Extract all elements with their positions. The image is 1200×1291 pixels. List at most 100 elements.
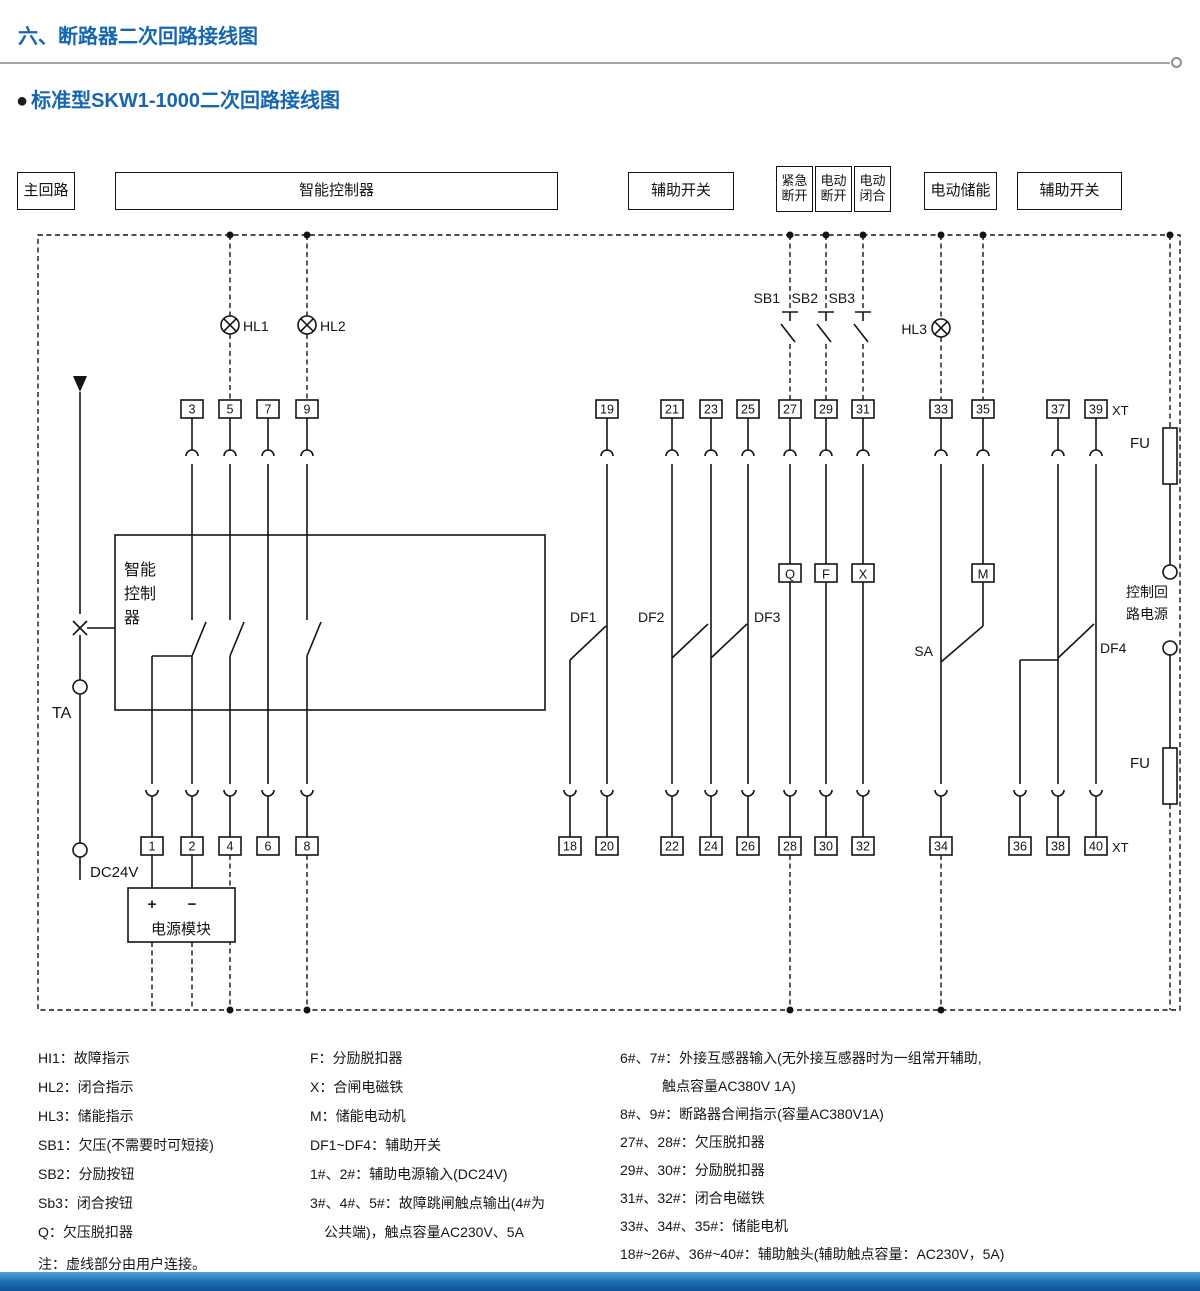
plug-connector-icon bbox=[1051, 789, 1065, 797]
hl1-label: HL1 bbox=[243, 318, 269, 334]
terminal-box-bottom bbox=[778, 836, 802, 856]
terminal-number: 40 bbox=[1089, 840, 1103, 854]
dashed-wires-top bbox=[229, 235, 1171, 428]
legend-line: SB1：欠压(不需要时可短接) bbox=[38, 1137, 214, 1153]
power-module-label: 电源模块 bbox=[151, 921, 211, 938]
legend-line: X：合闸电磁铁 bbox=[310, 1079, 404, 1095]
plug-connector-icon bbox=[261, 789, 275, 797]
terminal-number: 37 bbox=[1051, 403, 1065, 417]
box-electric-close: 电动闭合 bbox=[854, 166, 891, 212]
terminal-number: 32 bbox=[856, 840, 870, 854]
legend-line: HL3：储能指示 bbox=[38, 1108, 134, 1124]
legend-line: 1#、2#：辅助电源输入(DC24V) bbox=[310, 1166, 508, 1182]
diagram-labels: HL1 HL2 HL3 SB1 SB2 SB3 Q F X M DF1 DF2 … bbox=[52, 290, 1168, 938]
hl2-label: HL2 bbox=[320, 318, 346, 334]
box-emergency-open-line2: 断开 bbox=[781, 188, 808, 203]
terminal-number: 5 bbox=[227, 403, 234, 417]
terminal-number: 4 bbox=[227, 840, 234, 854]
terminal-number: 30 bbox=[819, 840, 833, 854]
junction-dots bbox=[226, 231, 1174, 1014]
device-f-label: F bbox=[822, 567, 830, 582]
terminal-box-bottom bbox=[140, 836, 164, 856]
section-subtitle-text: 标准型SKW1-1000二次回路接线图 bbox=[31, 90, 341, 112]
terminal-number: 26 bbox=[741, 840, 755, 854]
legend-line: 公共端)，触点容量AC230V、5A bbox=[310, 1224, 524, 1240]
dashed-wires-mid bbox=[229, 334, 942, 400]
control-power-terminal-top-icon bbox=[1162, 564, 1178, 580]
terminal-number: 23 bbox=[704, 403, 718, 417]
bullet-icon: ● bbox=[16, 90, 29, 112]
section-subtitle: ●标准型SKW1-1000二次回路接线图 bbox=[16, 84, 340, 113]
plug-connector-icon bbox=[1013, 789, 1027, 797]
terminal-box-bottom bbox=[1008, 836, 1032, 856]
plug-connector-icon bbox=[976, 449, 990, 457]
terminal-number: 38 bbox=[1051, 840, 1065, 854]
power-module-plus-label: + bbox=[148, 896, 157, 913]
dashed-border bbox=[37, 234, 1181, 1011]
page-title: 六、断路器二次回路接线图 bbox=[18, 26, 258, 48]
terminal-number: 29 bbox=[819, 403, 833, 417]
power-module-minus-label: − bbox=[188, 896, 197, 913]
xt-top-label: XT bbox=[1112, 403, 1129, 418]
terminal-box-bottom bbox=[558, 836, 582, 856]
box-electric-open-line1: 电动 bbox=[820, 173, 847, 189]
plug-connector-icon bbox=[819, 789, 833, 797]
plug-connector-icon bbox=[223, 449, 237, 457]
pushbutton-icons bbox=[780, 311, 871, 343]
plug-connector-icon bbox=[223, 789, 237, 797]
terminal-number: 24 bbox=[704, 840, 718, 854]
power-module-box bbox=[127, 887, 236, 943]
control-power-label-line1: 控制回 bbox=[1126, 584, 1168, 600]
lamp-hl2-icon bbox=[297, 315, 317, 335]
box-aux-switch-right-label: 辅助开关 bbox=[1039, 182, 1100, 200]
legend-line: 8#、9#：断路器合闸指示(容量AC380V1A) bbox=[620, 1106, 884, 1122]
terminal-number: 25 bbox=[741, 403, 755, 417]
terminal-box-bottom bbox=[736, 836, 760, 856]
sa-label: SA bbox=[914, 643, 933, 659]
box-aux-switch-right: 辅助开关 bbox=[1017, 172, 1122, 210]
ta-terminal-circle-icon bbox=[72, 679, 88, 695]
terminal-box-bottom bbox=[295, 836, 319, 856]
terminal-number: 8 bbox=[304, 840, 311, 854]
legend-line: 18#~26#、36#~40#：辅助触头(辅助触点容量：AC230V，5A) bbox=[620, 1246, 1005, 1262]
legend-line: DF1~DF4：辅助开关 bbox=[310, 1137, 442, 1153]
legend-line: 31#、32#：闭合电磁铁 bbox=[620, 1190, 765, 1206]
terminal-box-bottom bbox=[851, 836, 875, 856]
terminal-number: 28 bbox=[783, 840, 797, 854]
box-aux-switch-left: 辅助开关 bbox=[628, 172, 734, 210]
controller-inner-label-line1: 智能 bbox=[124, 561, 156, 579]
plug-connector-icon bbox=[300, 449, 314, 457]
dc24v-terminal-circle-icon bbox=[72, 842, 88, 858]
controller-inner-label-line3: 器 bbox=[124, 609, 140, 627]
plug-connector-icon bbox=[145, 789, 159, 797]
df4-label: DF4 bbox=[1100, 640, 1127, 656]
plug-connector-icon bbox=[783, 789, 797, 797]
plug-connector-icon bbox=[934, 449, 948, 457]
box-motor-storage: 电动储能 bbox=[924, 172, 997, 210]
divider-line bbox=[0, 62, 1170, 64]
switch-contact-diagonals bbox=[72, 620, 1095, 663]
controller-outline-box bbox=[114, 534, 546, 711]
terminal-number: 9 bbox=[304, 403, 311, 417]
plug-connector-icon bbox=[934, 789, 948, 797]
plug-connector-icon bbox=[704, 789, 718, 797]
plug-connector-icon bbox=[665, 449, 679, 457]
legend-line: 33#、34#、35#：储能电机 bbox=[620, 1218, 789, 1234]
terminal-number: 20 bbox=[600, 840, 614, 854]
divider-end-circle-icon bbox=[1171, 57, 1182, 68]
df1-label: DF1 bbox=[570, 609, 597, 625]
device-x-box bbox=[851, 563, 875, 583]
plug-connector-icon bbox=[185, 789, 199, 797]
symbols bbox=[72, 315, 1178, 943]
df2-label: DF2 bbox=[638, 609, 665, 625]
plug-connector-icon bbox=[1051, 449, 1065, 457]
sb2-label: SB2 bbox=[792, 290, 819, 306]
plug-connector-icon bbox=[741, 789, 755, 797]
terminal-number: 36 bbox=[1013, 840, 1027, 854]
device-m-label: M bbox=[978, 567, 989, 582]
terminal-box-bottom bbox=[1046, 836, 1070, 856]
plug-connector-icon bbox=[261, 449, 275, 457]
terminal-number: 34 bbox=[934, 840, 948, 854]
lamp-cross-icons bbox=[223, 318, 948, 335]
